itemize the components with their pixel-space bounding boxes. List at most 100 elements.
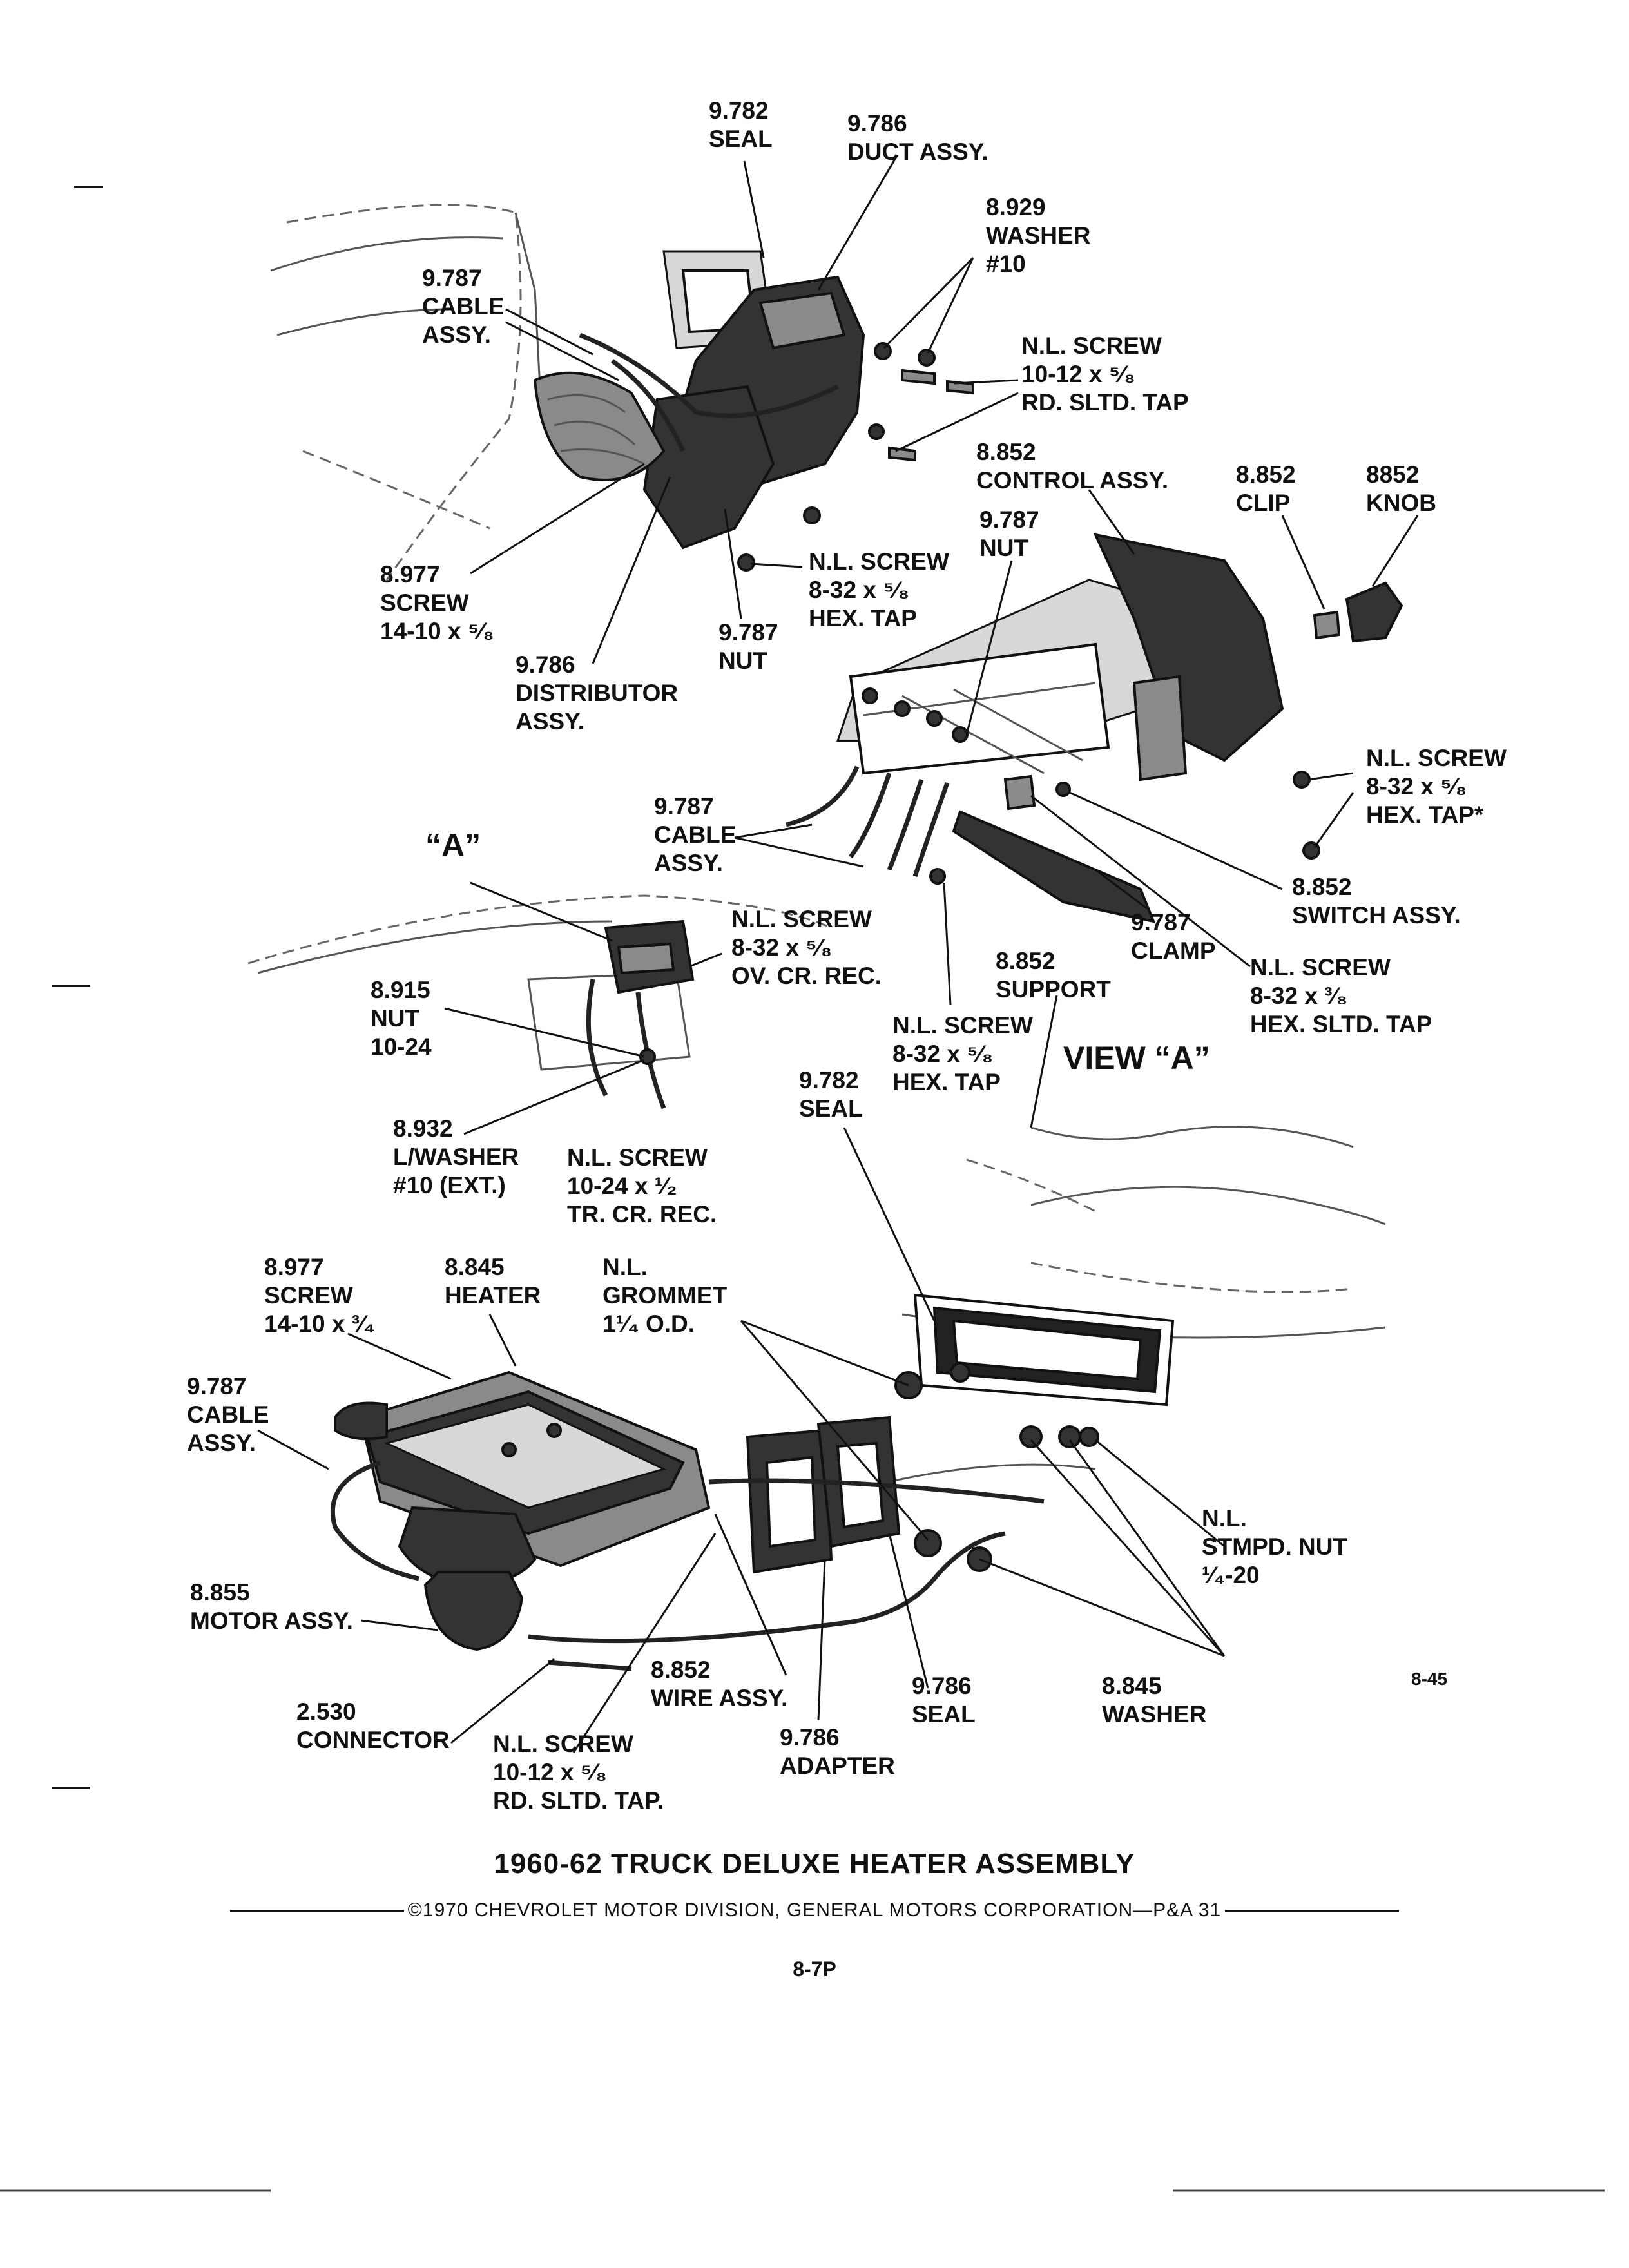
label-line: CLIP bbox=[1236, 490, 1291, 516]
label-view-a: VIEW “A” bbox=[1063, 1040, 1210, 1076]
seal-9782-lower-part bbox=[913, 1293, 1175, 1407]
dash-panel-top bbox=[270, 204, 543, 581]
label-line: 10-12 x ⁵⁄₈ bbox=[493, 1759, 607, 1785]
label-line: ¹⁄₄-20 bbox=[1202, 1562, 1260, 1588]
label-line: NUT bbox=[371, 1005, 420, 1032]
label-line: 8.852 bbox=[651, 1657, 711, 1683]
leader-lines bbox=[257, 157, 1419, 1753]
label-seal-9786: 9.786 SEAL bbox=[912, 1672, 976, 1729]
label-line: NUT bbox=[979, 535, 1029, 561]
label-line: 9.787 bbox=[422, 265, 482, 291]
label-line: 9.787 bbox=[718, 619, 778, 646]
label-screw-nl-832-hex-mid: N.L. SCREW 8-32 x ⁵⁄₈ HEX. TAP bbox=[892, 1012, 1033, 1097]
control-assy-part bbox=[836, 533, 1284, 782]
label-distributor-assy: 9.786 DISTRIBUTOR ASSY. bbox=[516, 651, 678, 736]
support-bracket-part bbox=[952, 810, 1156, 923]
label-cable-assy-top: 9.787 CABLE ASSY. bbox=[422, 264, 504, 349]
label-line: VIEW “A” bbox=[1063, 1040, 1210, 1076]
label-duct-assy: 9.786 DUCT ASSY. bbox=[847, 110, 988, 166]
label-connector: 2.530 CONNECTOR bbox=[296, 1698, 450, 1754]
label-control-assy: 8.852 CONTROL ASSY. bbox=[976, 438, 1168, 495]
label-line: 9.786 bbox=[912, 1673, 972, 1699]
label-line: KNOB bbox=[1366, 490, 1436, 516]
label-line: WASHER bbox=[986, 222, 1091, 249]
label-line: SWITCH ASSY. bbox=[1292, 902, 1461, 928]
label-nut-9787-upper: 9.787 NUT bbox=[979, 506, 1039, 562]
label-nut-8915: 8.915 NUT 10-24 bbox=[371, 976, 432, 1061]
label-line: 1¹⁄₄ O.D. bbox=[602, 1311, 695, 1337]
label-line: L/WASHER bbox=[393, 1144, 519, 1170]
label-line: N.L. SCREW bbox=[892, 1012, 1033, 1039]
label-line: 8.852 bbox=[996, 948, 1055, 974]
label-line: WIRE ASSY. bbox=[651, 1685, 788, 1711]
label-line: HEX. SLTD. TAP bbox=[1250, 1011, 1432, 1037]
label-clip: 8.852 CLIP bbox=[1236, 461, 1296, 517]
label-line: 9.782 bbox=[799, 1067, 859, 1093]
switch-assy-part bbox=[929, 771, 1320, 885]
label-adapter: 9.786 ADAPTER bbox=[780, 1724, 895, 1780]
label-line: ASSY. bbox=[422, 322, 491, 348]
figure-number: 8-45 bbox=[1411, 1669, 1448, 1689]
label-cable-assy-mid: 9.787 CABLE ASSY. bbox=[654, 793, 736, 878]
label-line: MOTOR ASSY. bbox=[190, 1608, 353, 1634]
distributor-assy-part bbox=[533, 371, 666, 481]
label-wire-assy: 8.852 WIRE ASSY. bbox=[651, 1656, 787, 1713]
label-screw-8977-bottom: 8.977 SCREW 14-10 x ³⁄₄ bbox=[264, 1253, 375, 1338]
copyright-line: ©1970 CHEVROLET MOTOR DIVISION, GENERAL … bbox=[0, 1899, 1629, 1921]
label-switch-assy: 8.852 SWITCH ASSY. bbox=[1292, 873, 1461, 930]
label-line: N.L. bbox=[1202, 1505, 1247, 1532]
label-line: CONTROL ASSY. bbox=[976, 467, 1169, 494]
label-line: ASSY. bbox=[516, 708, 584, 735]
label-line: HEATER bbox=[445, 1282, 541, 1309]
label-line: #10 (EXT.) bbox=[393, 1172, 506, 1198]
label-line: SEAL bbox=[709, 126, 773, 152]
label-line: #10 bbox=[986, 251, 1026, 277]
label-line: CLAMP bbox=[1131, 937, 1216, 964]
label-support: 8.852 SUPPORT bbox=[996, 947, 1111, 1004]
clip-and-knob-parts bbox=[1313, 581, 1403, 643]
label-line: ASSY. bbox=[654, 850, 723, 876]
label-line: 8.845 bbox=[1102, 1673, 1162, 1699]
label-line: GROMMET bbox=[602, 1282, 728, 1309]
label-seal-9782-mid: 9.782 SEAL bbox=[799, 1066, 863, 1123]
label-screw-nl-1024: N.L. SCREW 10-24 x ¹⁄₂ TR. CR. REC. bbox=[567, 1144, 717, 1229]
label-line: SUPPORT bbox=[996, 976, 1111, 1003]
label-line: N.L. SCREW bbox=[809, 548, 949, 575]
label-line: 8.977 bbox=[264, 1254, 324, 1280]
label-line: WASHER bbox=[1102, 1701, 1207, 1727]
label-line: 9.787 bbox=[1131, 909, 1191, 936]
label-line: N.L. SCREW bbox=[731, 906, 872, 932]
label-grommet: N.L. GROMMET 1¹⁄₄ O.D. bbox=[602, 1253, 727, 1338]
label-view-a-marker: “A” bbox=[425, 829, 481, 861]
label-line: SCREW bbox=[264, 1282, 353, 1309]
label-line: RD. SLTD. TAP. bbox=[493, 1787, 664, 1814]
label-line: N.L. SCREW bbox=[1366, 745, 1507, 771]
page-number: 8-7P bbox=[793, 1957, 836, 1981]
label-line: SEAL bbox=[912, 1701, 976, 1727]
label-line: TR. CR. REC. bbox=[567, 1201, 717, 1227]
label-screw-nl-1012-top: N.L. SCREW 10-12 x ⁵⁄₈ RD. SLTD. TAP bbox=[1021, 332, 1189, 417]
label-line: 8-32 x ⁵⁄₈ bbox=[892, 1041, 994, 1067]
label-screw-nl-832-ov: N.L. SCREW 8-32 x ⁵⁄₈ OV. CR. REC. bbox=[731, 905, 882, 990]
diagram-title: 1960-62 TRUCK DELUXE HEATER ASSEMBLY bbox=[494, 1848, 1135, 1879]
label-line: 9.786 bbox=[847, 110, 907, 137]
label-screw-nl-1012-bottom: N.L. SCREW 10-12 x ⁵⁄₈ RD. SLTD. TAP. bbox=[493, 1730, 664, 1815]
label-line: N.L. SCREW bbox=[1021, 332, 1162, 359]
label-line: 10-12 x ⁵⁄₈ bbox=[1021, 361, 1135, 387]
label-line: 9.787 bbox=[654, 793, 714, 820]
label-line: 9.787 bbox=[187, 1373, 247, 1399]
label-clamp: 9.787 CLAMP bbox=[1131, 908, 1216, 965]
label-line: 8.929 bbox=[986, 194, 1046, 220]
label-line: CABLE bbox=[654, 822, 737, 848]
label-line: 8.932 bbox=[393, 1115, 453, 1142]
label-line: HEX. TAP bbox=[892, 1069, 1001, 1095]
label-line: SEAL bbox=[799, 1095, 863, 1122]
label-line: 9.787 bbox=[979, 506, 1039, 533]
label-line: 10-24 x ¹⁄₂ bbox=[567, 1173, 677, 1199]
label-line: N.L. bbox=[602, 1254, 648, 1280]
label-nut-9787-lower: 9.787 NUT bbox=[718, 619, 778, 675]
heater-part bbox=[334, 1370, 711, 1651]
label-heater: 8.845 HEATER bbox=[445, 1253, 541, 1310]
label-line: 14-10 x ⁵⁄₈ bbox=[380, 618, 494, 644]
